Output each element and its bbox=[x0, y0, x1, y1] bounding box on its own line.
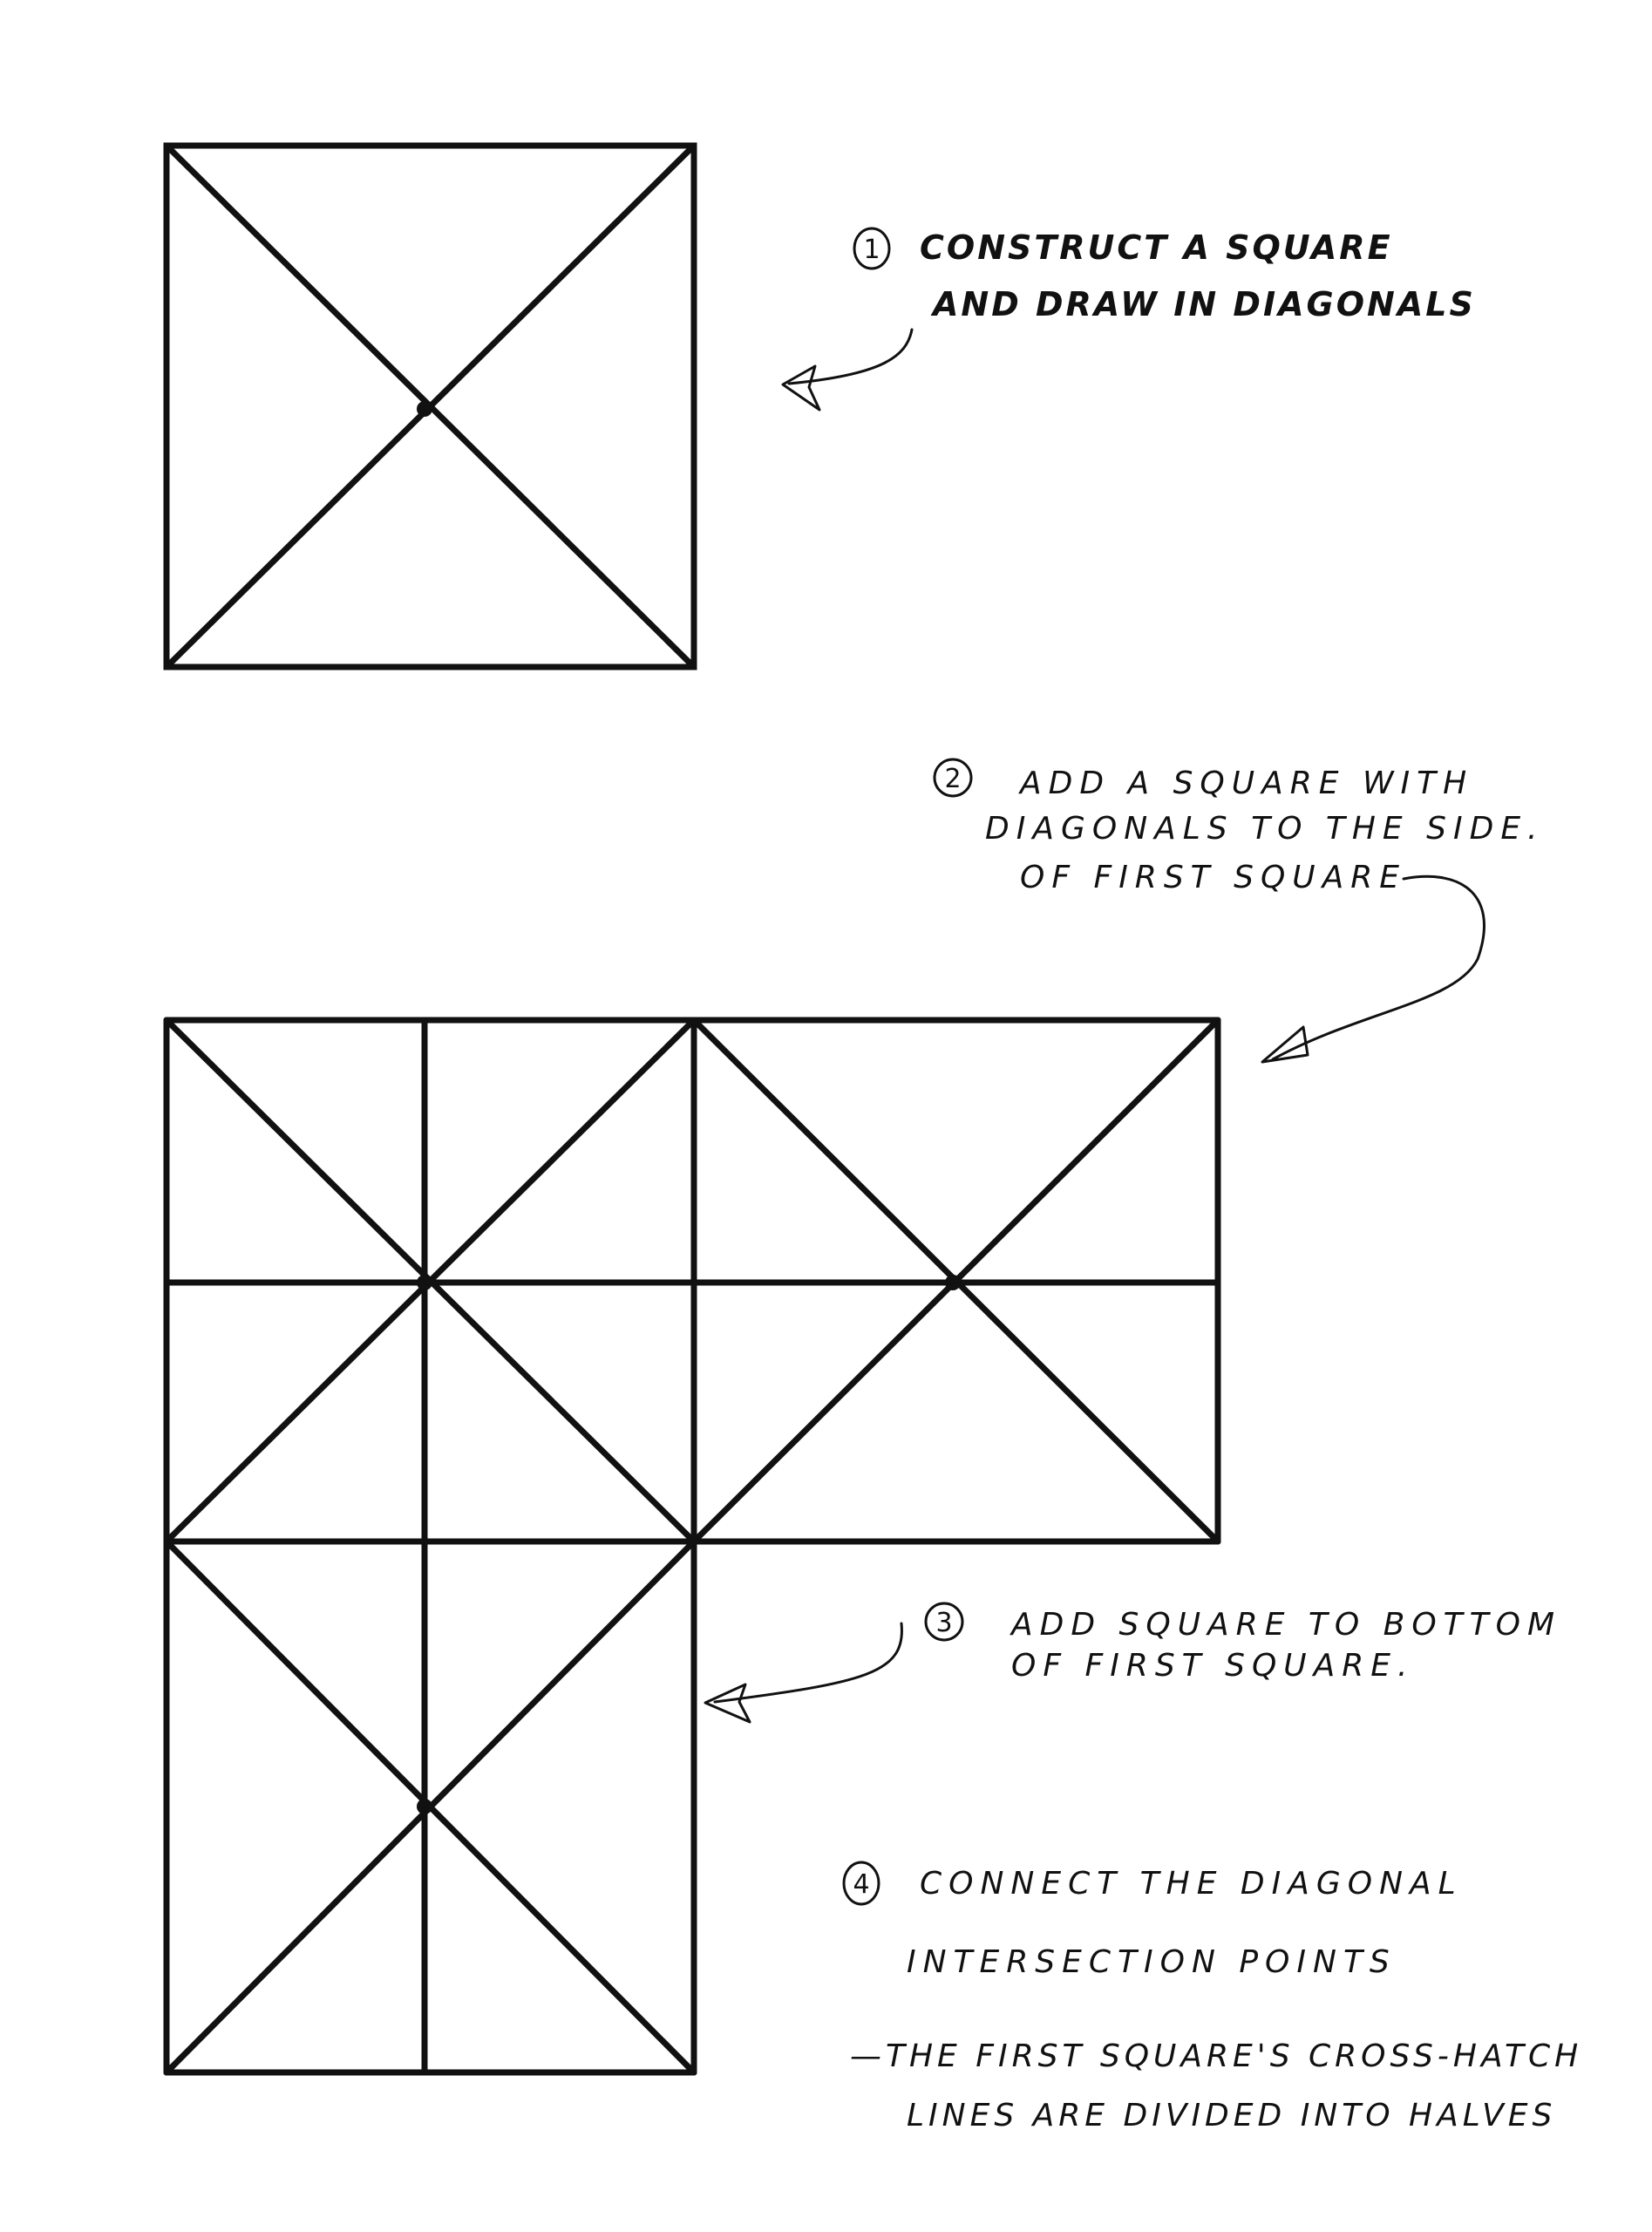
step-4-note: 4 CONNECT THE DIAGONAL INTERSECTION POIN… bbox=[842, 1861, 1582, 2133]
step-number: 2 bbox=[944, 764, 961, 794]
intersection-point bbox=[945, 1275, 961, 1290]
step-text: CONNECT THE DIAGONAL bbox=[920, 1866, 1463, 1902]
arrow-head-icon bbox=[781, 364, 821, 412]
step-number: 4 bbox=[853, 1869, 869, 1900]
step-number: 3 bbox=[935, 1608, 952, 1638]
intersection-point bbox=[417, 1799, 432, 1814]
step-1-note: 1 CONSTRUCT A SQUARE AND DRAW IN DIAGONA… bbox=[781, 227, 1476, 412]
step-number-circle bbox=[842, 1861, 880, 1906]
step-text: ADD SQUARE TO BOTTOM bbox=[1010, 1607, 1561, 1643]
intersection-point bbox=[417, 401, 432, 417]
step-2-note: 2 ADD A SQUARE WITH DIAGONALS TO THE SID… bbox=[933, 758, 1545, 1064]
step-number-circle bbox=[933, 758, 973, 798]
step-number: 1 bbox=[863, 235, 880, 265]
step-text: OF FIRST SQUARE. bbox=[1011, 1648, 1414, 1684]
step-text: CONSTRUCT A SQUARE bbox=[920, 228, 1393, 267]
arrow-line bbox=[713, 1622, 903, 1704]
step-number-circle bbox=[924, 1602, 964, 1642]
step-text: INTERSECTION POINTS bbox=[907, 1944, 1397, 1980]
step-text: DIAGONALS TO THE SIDE. bbox=[985, 811, 1545, 847]
arrow-head-icon bbox=[1261, 1025, 1309, 1064]
step-text: —THE FIRST SQUARE'S CROSS-HATCH bbox=[850, 2038, 1582, 2074]
figure-1-square bbox=[163, 142, 697, 670]
intersection-point bbox=[417, 1275, 432, 1290]
arrow-head-icon bbox=[704, 1683, 751, 1724]
step-number-circle bbox=[853, 227, 891, 270]
step-text: OF FIRST SQUARE bbox=[1020, 860, 1406, 895]
arrow-line bbox=[1271, 874, 1485, 1061]
arrow-line bbox=[787, 328, 914, 385]
step-text: ADD A SQUARE WITH bbox=[1018, 766, 1473, 801]
step-text: LINES ARE DIVIDED INTO HALVES bbox=[907, 2098, 1556, 2133]
square-outline bbox=[163, 142, 697, 670]
figure-2-grid bbox=[163, 1017, 1221, 2076]
step-3-note: 3 ADD SQUARE TO BOTTOM OF FIRST SQUARE. bbox=[704, 1602, 1561, 1724]
step-text: AND DRAW IN DIAGONALS bbox=[930, 285, 1476, 323]
